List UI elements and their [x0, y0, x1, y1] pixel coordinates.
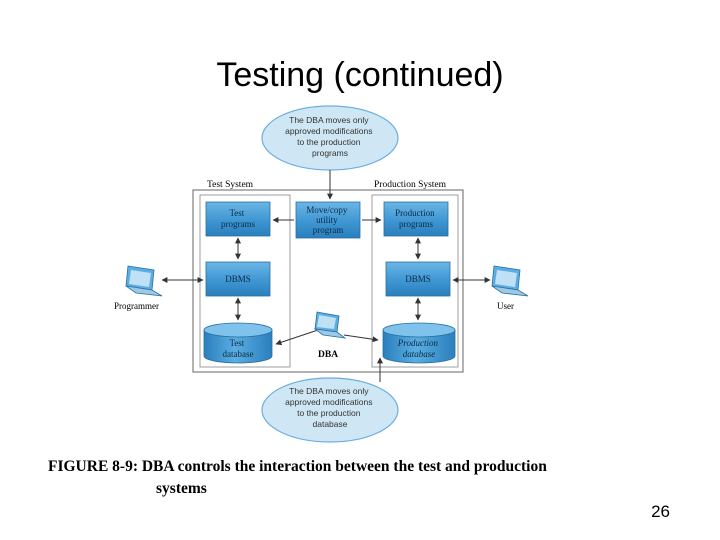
svg-text:The DBA moves only appro: The DBA moves only approved modification… [285, 386, 375, 429]
programmer-label: Programmer [114, 301, 159, 311]
move-copy-utility-box: Move/copy utility program [295, 201, 361, 239]
user-label: User [497, 301, 514, 311]
test-programs-box: Test programs [205, 201, 271, 237]
svg-text:DBMS: DBMS [225, 274, 251, 284]
svg-text:Move/copy utility: Move/copy utility program [306, 205, 349, 235]
top-note: The DBA moves only approved modification… [261, 105, 399, 171]
dba-laptop-icon [313, 311, 347, 339]
dbms-production-box: DBMS [385, 261, 451, 297]
figure-caption: FIGURE 8-9: DBA controls the interaction… [48, 456, 658, 500]
test-database-cylinder: Test database [203, 322, 273, 364]
dbms-test-box: DBMS [205, 261, 271, 297]
svg-text:The DBA moves only appro: The DBA moves only approved modification… [285, 115, 375, 158]
production-database-cylinder: Production database [382, 322, 456, 364]
page-number: 26 [651, 502, 670, 521]
svg-text:Production database: Production database [397, 338, 440, 359]
programmer-laptop-icon [125, 265, 163, 297]
svg-text:Test database: Test database [223, 338, 254, 359]
svg-text:DBMS: DBMS [405, 274, 431, 284]
production-system-label: Production System [374, 180, 447, 190]
test-system-label: Test System [207, 180, 254, 190]
svg-text:Test programs: Test programs [221, 208, 255, 229]
production-programs-box: Production programs [383, 201, 449, 237]
bottom-note: The DBA moves only approved modification… [261, 377, 399, 443]
svg-text:Production programs: Production programs [395, 208, 437, 229]
user-laptop-icon [491, 265, 529, 297]
slide-title: Testing (continued) [216, 56, 504, 94]
caption-line-1: FIGURE 8-9: DBA controls the interaction… [48, 458, 547, 475]
dba-label: DBA [318, 350, 338, 360]
caption-line-2: systems [156, 480, 207, 497]
